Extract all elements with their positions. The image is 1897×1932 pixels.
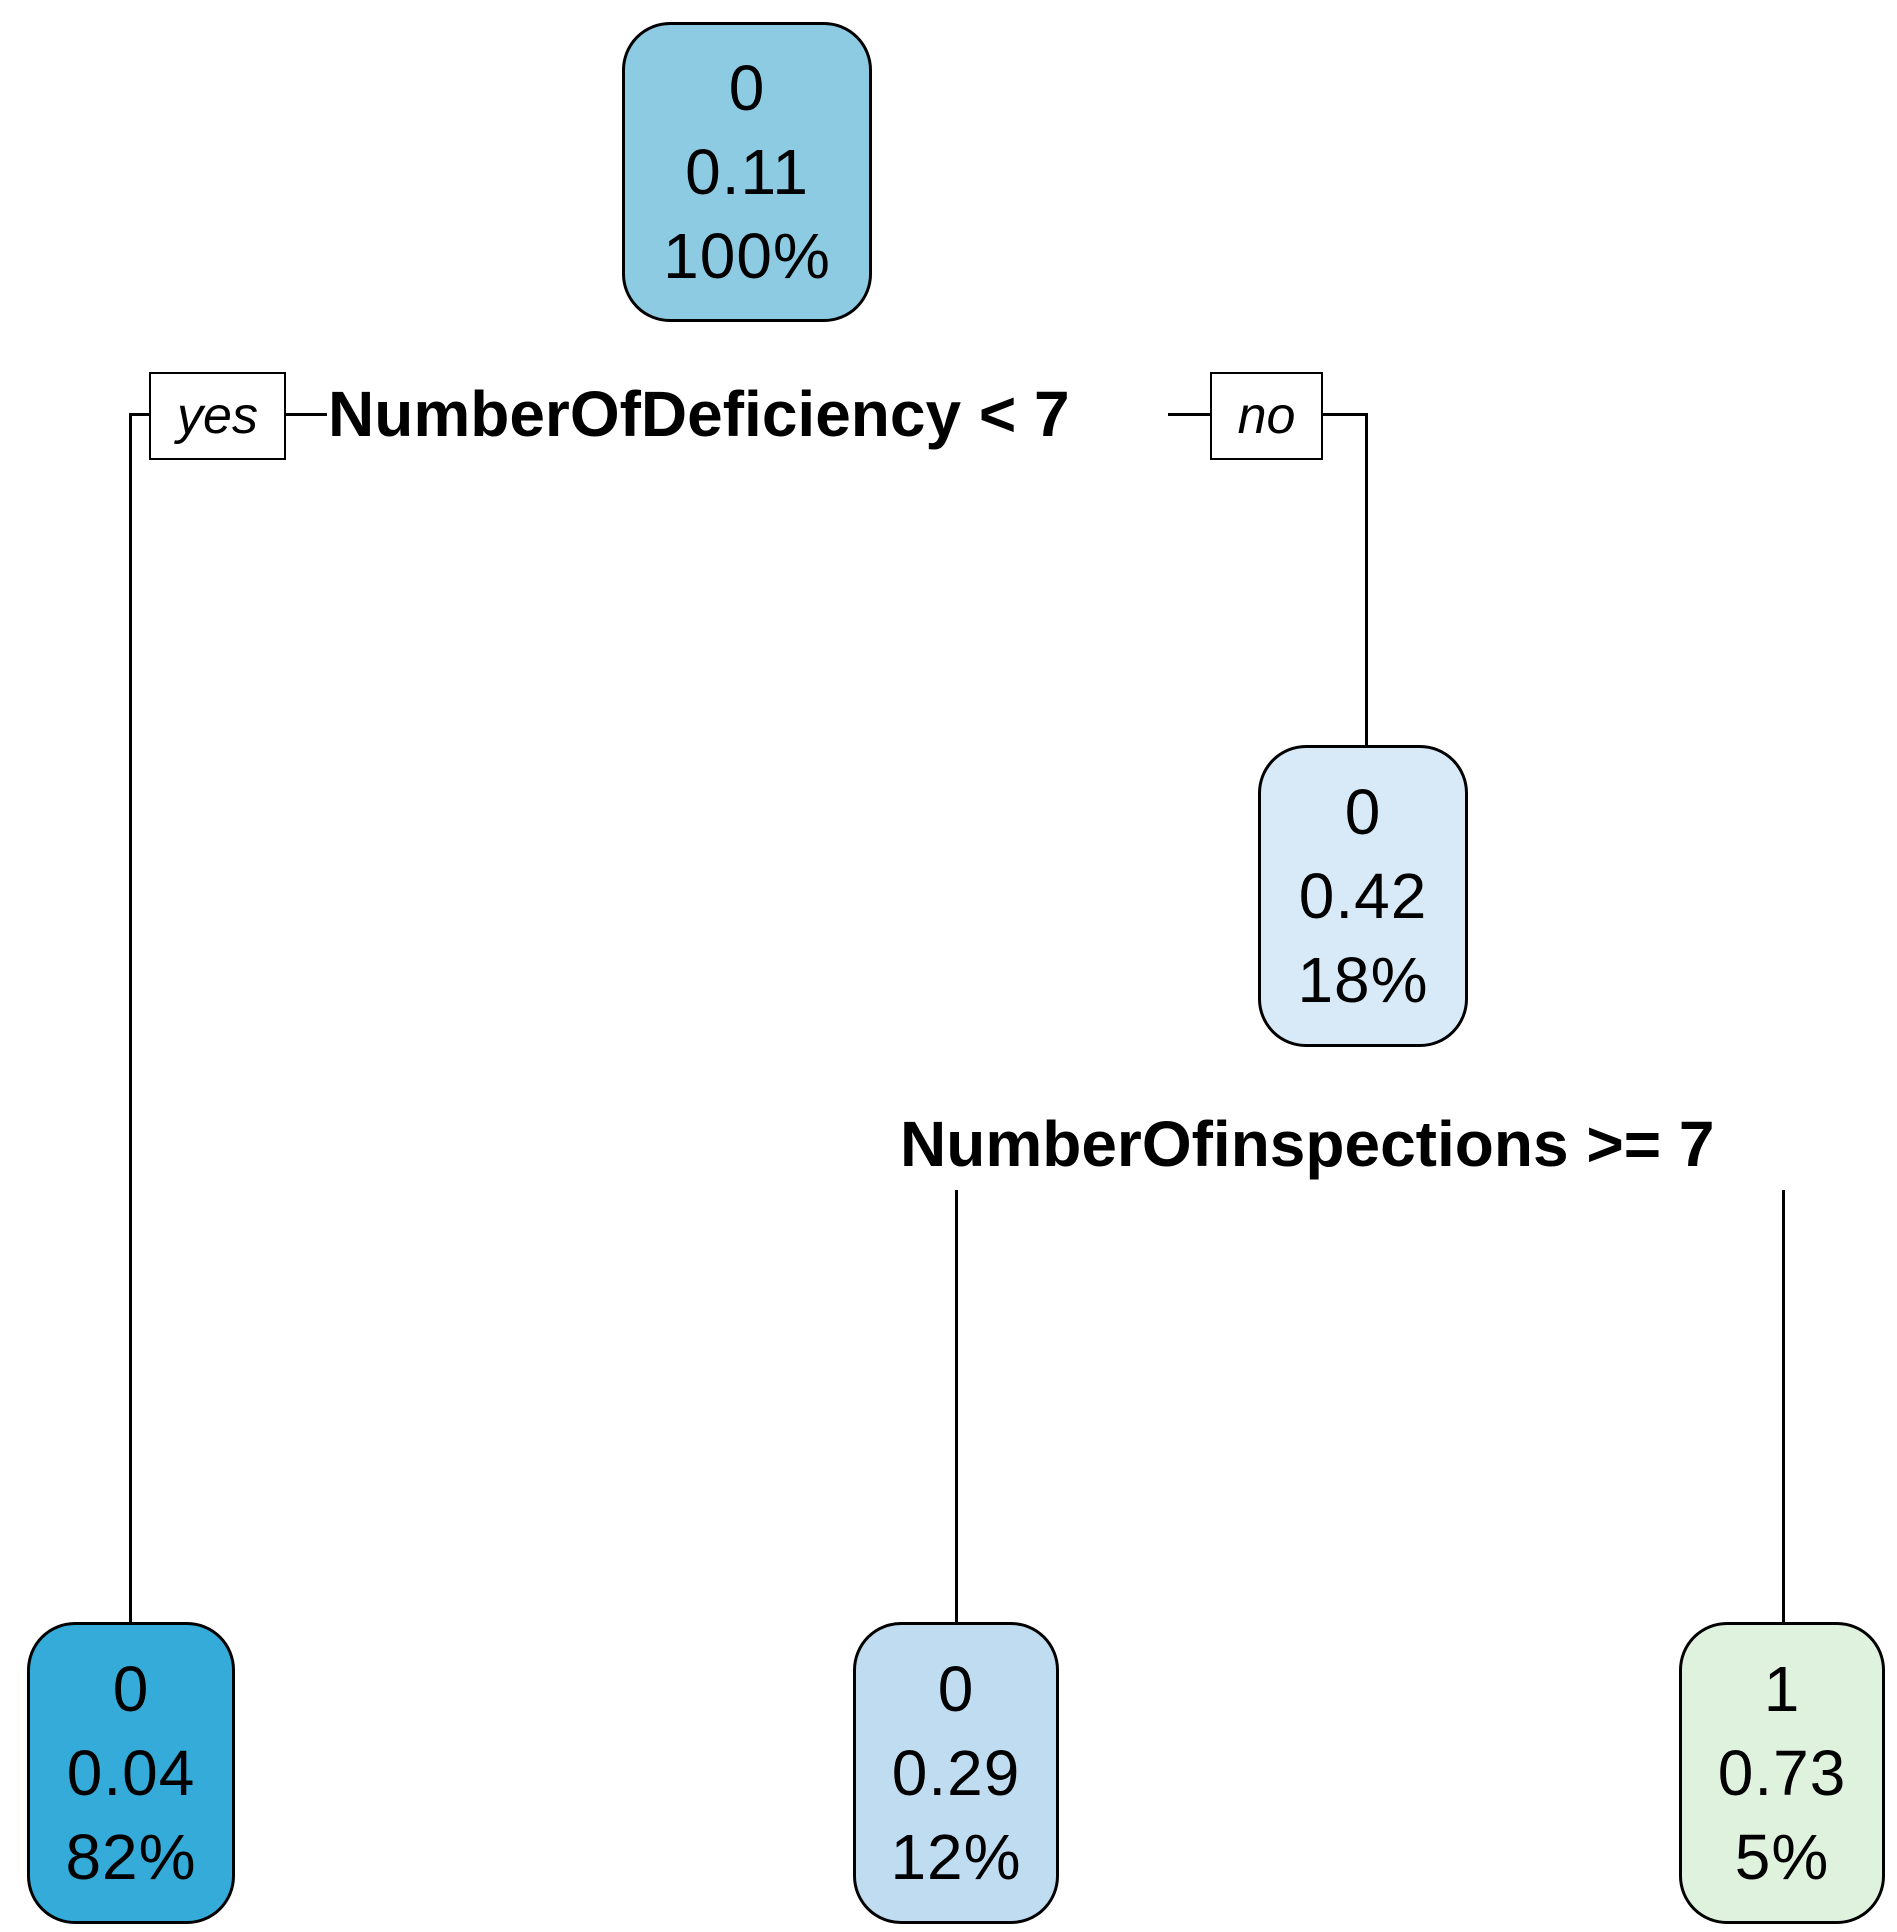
edge-node2-right-vertical bbox=[1782, 1190, 1785, 1624]
node-class: 0 bbox=[1344, 776, 1382, 848]
tree-leaf-3: 1 0.73 5% bbox=[1679, 1622, 1885, 1924]
tree-node-root: 0 0.11 100% bbox=[622, 22, 872, 322]
node-class: 0 bbox=[112, 1653, 150, 1725]
node-probability: 0.73 bbox=[1717, 1737, 1847, 1809]
node-percentage: 5% bbox=[1734, 1821, 1830, 1893]
node-percentage: 100% bbox=[663, 220, 831, 292]
edge-root-right-horizontal bbox=[1322, 413, 1368, 416]
node-probability: 0.42 bbox=[1298, 860, 1428, 932]
branch-label-yes: yes bbox=[149, 372, 286, 460]
node-probability: 0.11 bbox=[685, 136, 809, 208]
node-percentage: 82% bbox=[65, 1821, 197, 1893]
edge-node2-left-vertical bbox=[955, 1190, 958, 1624]
tree-node-no-branch: 0 0.42 18% bbox=[1258, 745, 1468, 1047]
node-probability: 0.29 bbox=[891, 1737, 1021, 1809]
node-percentage: 18% bbox=[1297, 944, 1429, 1016]
edge-root-left-vertical bbox=[129, 413, 132, 1623]
split-condition-deficiency: NumberOfDeficiency < 7 bbox=[328, 378, 1070, 450]
edge-yes-to-label bbox=[285, 413, 327, 416]
edge-root-left-horizontal bbox=[129, 413, 151, 416]
tree-leaf-2: 0 0.29 12% bbox=[853, 1622, 1059, 1924]
node-class: 0 bbox=[937, 1653, 975, 1725]
edge-label-to-no bbox=[1168, 413, 1210, 416]
node-class: 0 bbox=[728, 52, 766, 124]
split-condition-inspections: NumberOfinspections >= 7 bbox=[900, 1108, 1715, 1180]
edge-root-right-vertical bbox=[1365, 413, 1368, 745]
branch-label-no: no bbox=[1210, 372, 1323, 460]
node-percentage: 12% bbox=[890, 1821, 1022, 1893]
node-probability: 0.04 bbox=[66, 1737, 196, 1809]
tree-leaf-1: 0 0.04 82% bbox=[27, 1622, 235, 1924]
node-class: 1 bbox=[1763, 1653, 1801, 1725]
